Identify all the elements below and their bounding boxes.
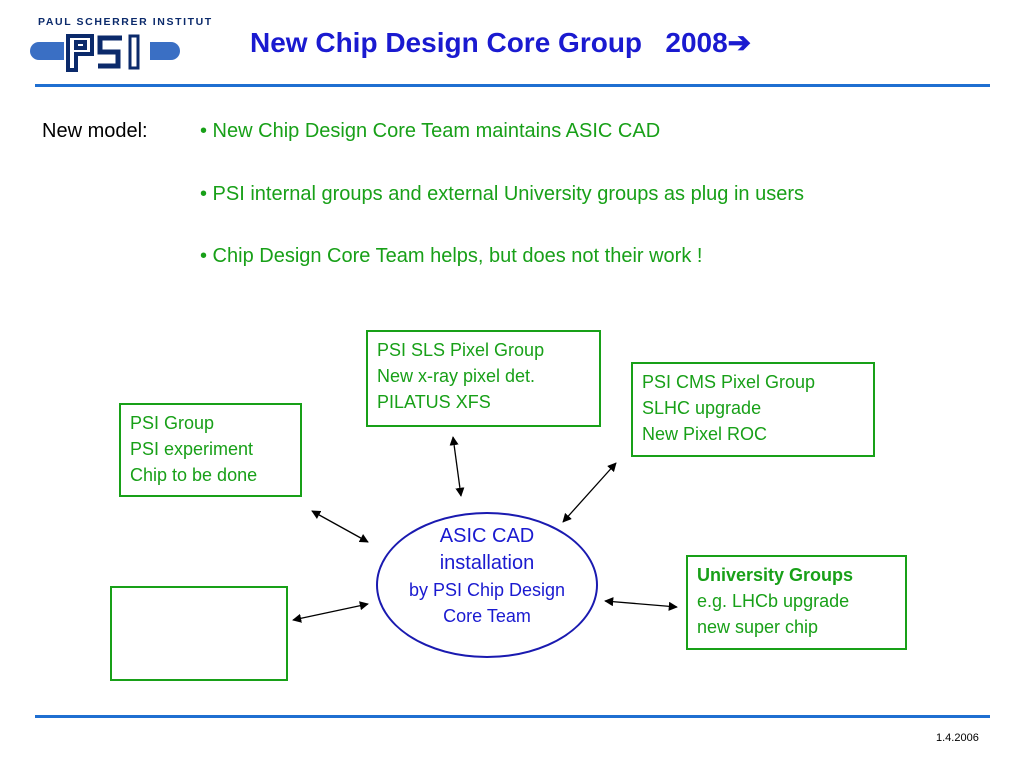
bullet-1: • New Chip Design Core Team maintains AS… xyxy=(200,120,661,142)
box-line: PSI SLS Pixel Group xyxy=(377,340,545,360)
bullet-3: • Chip Design Core Team helps, but does … xyxy=(200,245,703,267)
box-line: SLHC upgrade xyxy=(642,398,762,418)
arrow-empty-center xyxy=(292,601,369,623)
page-title: New Chip Design Core Group 2008➔ xyxy=(250,26,751,59)
box-line: Chip to be done xyxy=(130,465,258,485)
box-line: New Pixel ROC xyxy=(642,424,768,444)
box-university-groups: University Groups e.g. LHCb upgrade new … xyxy=(686,555,907,650)
box-line: e.g. LHCb upgrade xyxy=(697,591,850,611)
center-ellipse xyxy=(376,512,598,658)
bullet-2: • PSI internal groups and external Unive… xyxy=(200,183,804,205)
box-line: PSI Group xyxy=(130,413,215,433)
box-line: PSI CMS Pixel Group xyxy=(642,372,816,392)
box-psi-sls-pixel-group: PSI SLS Pixel Group New x-ray pixel det.… xyxy=(366,330,601,427)
arrow-sls-center xyxy=(449,436,465,497)
center-line: by PSI Chip Design xyxy=(408,580,566,600)
footer-date: 1.4.2006 xyxy=(936,732,979,744)
box-psi-cms-pixel-group: PSI CMS Pixel Group SLHC upgrade New Pix… xyxy=(631,362,875,457)
arrow-cms-center xyxy=(562,462,617,523)
center-line: ASIC CAD xyxy=(439,525,535,547)
box-psi-group: PSI Group PSI experiment Chip to be done xyxy=(119,403,302,497)
psi-logo-icon xyxy=(30,32,180,72)
arrow-right-icon: ➔ xyxy=(727,27,752,58)
box-line: new super chip xyxy=(697,617,819,637)
center-line: installation xyxy=(439,552,535,574)
center-label: ASIC CAD installation by PSI Chip Design… xyxy=(376,523,598,629)
title-text: New Chip Design Core Group 2008 xyxy=(250,27,728,58)
new-model-label: New model: xyxy=(42,120,148,142)
arrow-psi-center xyxy=(311,510,369,543)
arrow-uni-center xyxy=(604,597,678,611)
box-line: New x-ray pixel det. xyxy=(377,366,536,386)
box-line: University Groups xyxy=(697,565,854,585)
box-empty xyxy=(110,586,288,681)
logo-text: PAUL SCHERRER INSTITUT xyxy=(38,16,213,28)
box-line: PSI experiment xyxy=(130,439,254,459)
footer-divider xyxy=(35,715,990,718)
header-divider xyxy=(35,84,990,87)
box-line: PILATUS XFS xyxy=(377,392,491,412)
center-line: Core Team xyxy=(443,606,531,626)
